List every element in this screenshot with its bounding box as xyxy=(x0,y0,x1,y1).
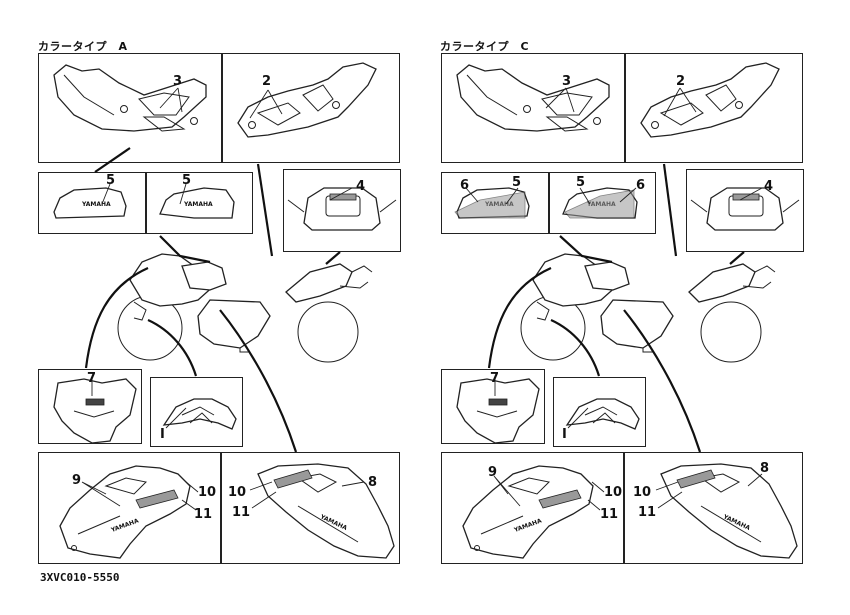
c-callout-11-right: 11 xyxy=(638,505,656,520)
a-callout-8: 8 xyxy=(368,475,377,490)
a-callout-5-right: 5 xyxy=(182,173,191,188)
c-callout-5-left: 5 xyxy=(512,175,521,190)
c-callout-9: 9 xyxy=(488,465,497,480)
a-lower-cowl-divider xyxy=(220,452,222,564)
c-callout-11-left: 11 xyxy=(600,507,618,522)
a-side-cover-divider xyxy=(221,53,223,163)
a-callout-2: 2 xyxy=(262,74,271,89)
c-callout-7: 7 xyxy=(490,371,499,386)
c-side-cover-divider xyxy=(624,53,626,163)
c-callout-1: I xyxy=(562,427,567,442)
c-callout-3: 3 xyxy=(562,74,571,89)
c-callout-6-right: 6 xyxy=(636,178,645,193)
a-tank-decal-divider xyxy=(145,172,147,234)
c-callout-4: 4 xyxy=(764,179,773,194)
a-callout-5-left: 5 xyxy=(106,173,115,188)
a-callout-10-right: 10 xyxy=(228,485,246,500)
c-lower-cowl-divider xyxy=(623,452,625,564)
c-callout-6-left: 6 xyxy=(460,178,469,193)
a-callout-9: 9 xyxy=(72,473,81,488)
a-callout-11-right: 11 xyxy=(232,505,250,520)
diagram-code-caption: 3XVC010-5550 xyxy=(40,571,120,584)
a-callout-7: 7 xyxy=(87,371,96,386)
a-callout-3: 3 xyxy=(173,74,182,89)
color-type-a-title: カラータイプ A xyxy=(38,40,128,53)
c-callout-8: 8 xyxy=(760,461,769,476)
color-type-c-title: カラータイプ C xyxy=(440,40,530,53)
c-callout-2: 2 xyxy=(676,74,685,89)
a-callout-1: I xyxy=(160,427,165,442)
a-callout-11-left: 11 xyxy=(194,507,212,522)
a-callout-10-left: 10 xyxy=(198,485,216,500)
a-callout-4: 4 xyxy=(356,179,365,194)
c-callout-10-right: 10 xyxy=(633,485,651,500)
c-callout-10-left: 10 xyxy=(604,485,622,500)
c-tank-decal-divider xyxy=(548,172,550,234)
c-callout-5-right: 5 xyxy=(576,175,585,190)
